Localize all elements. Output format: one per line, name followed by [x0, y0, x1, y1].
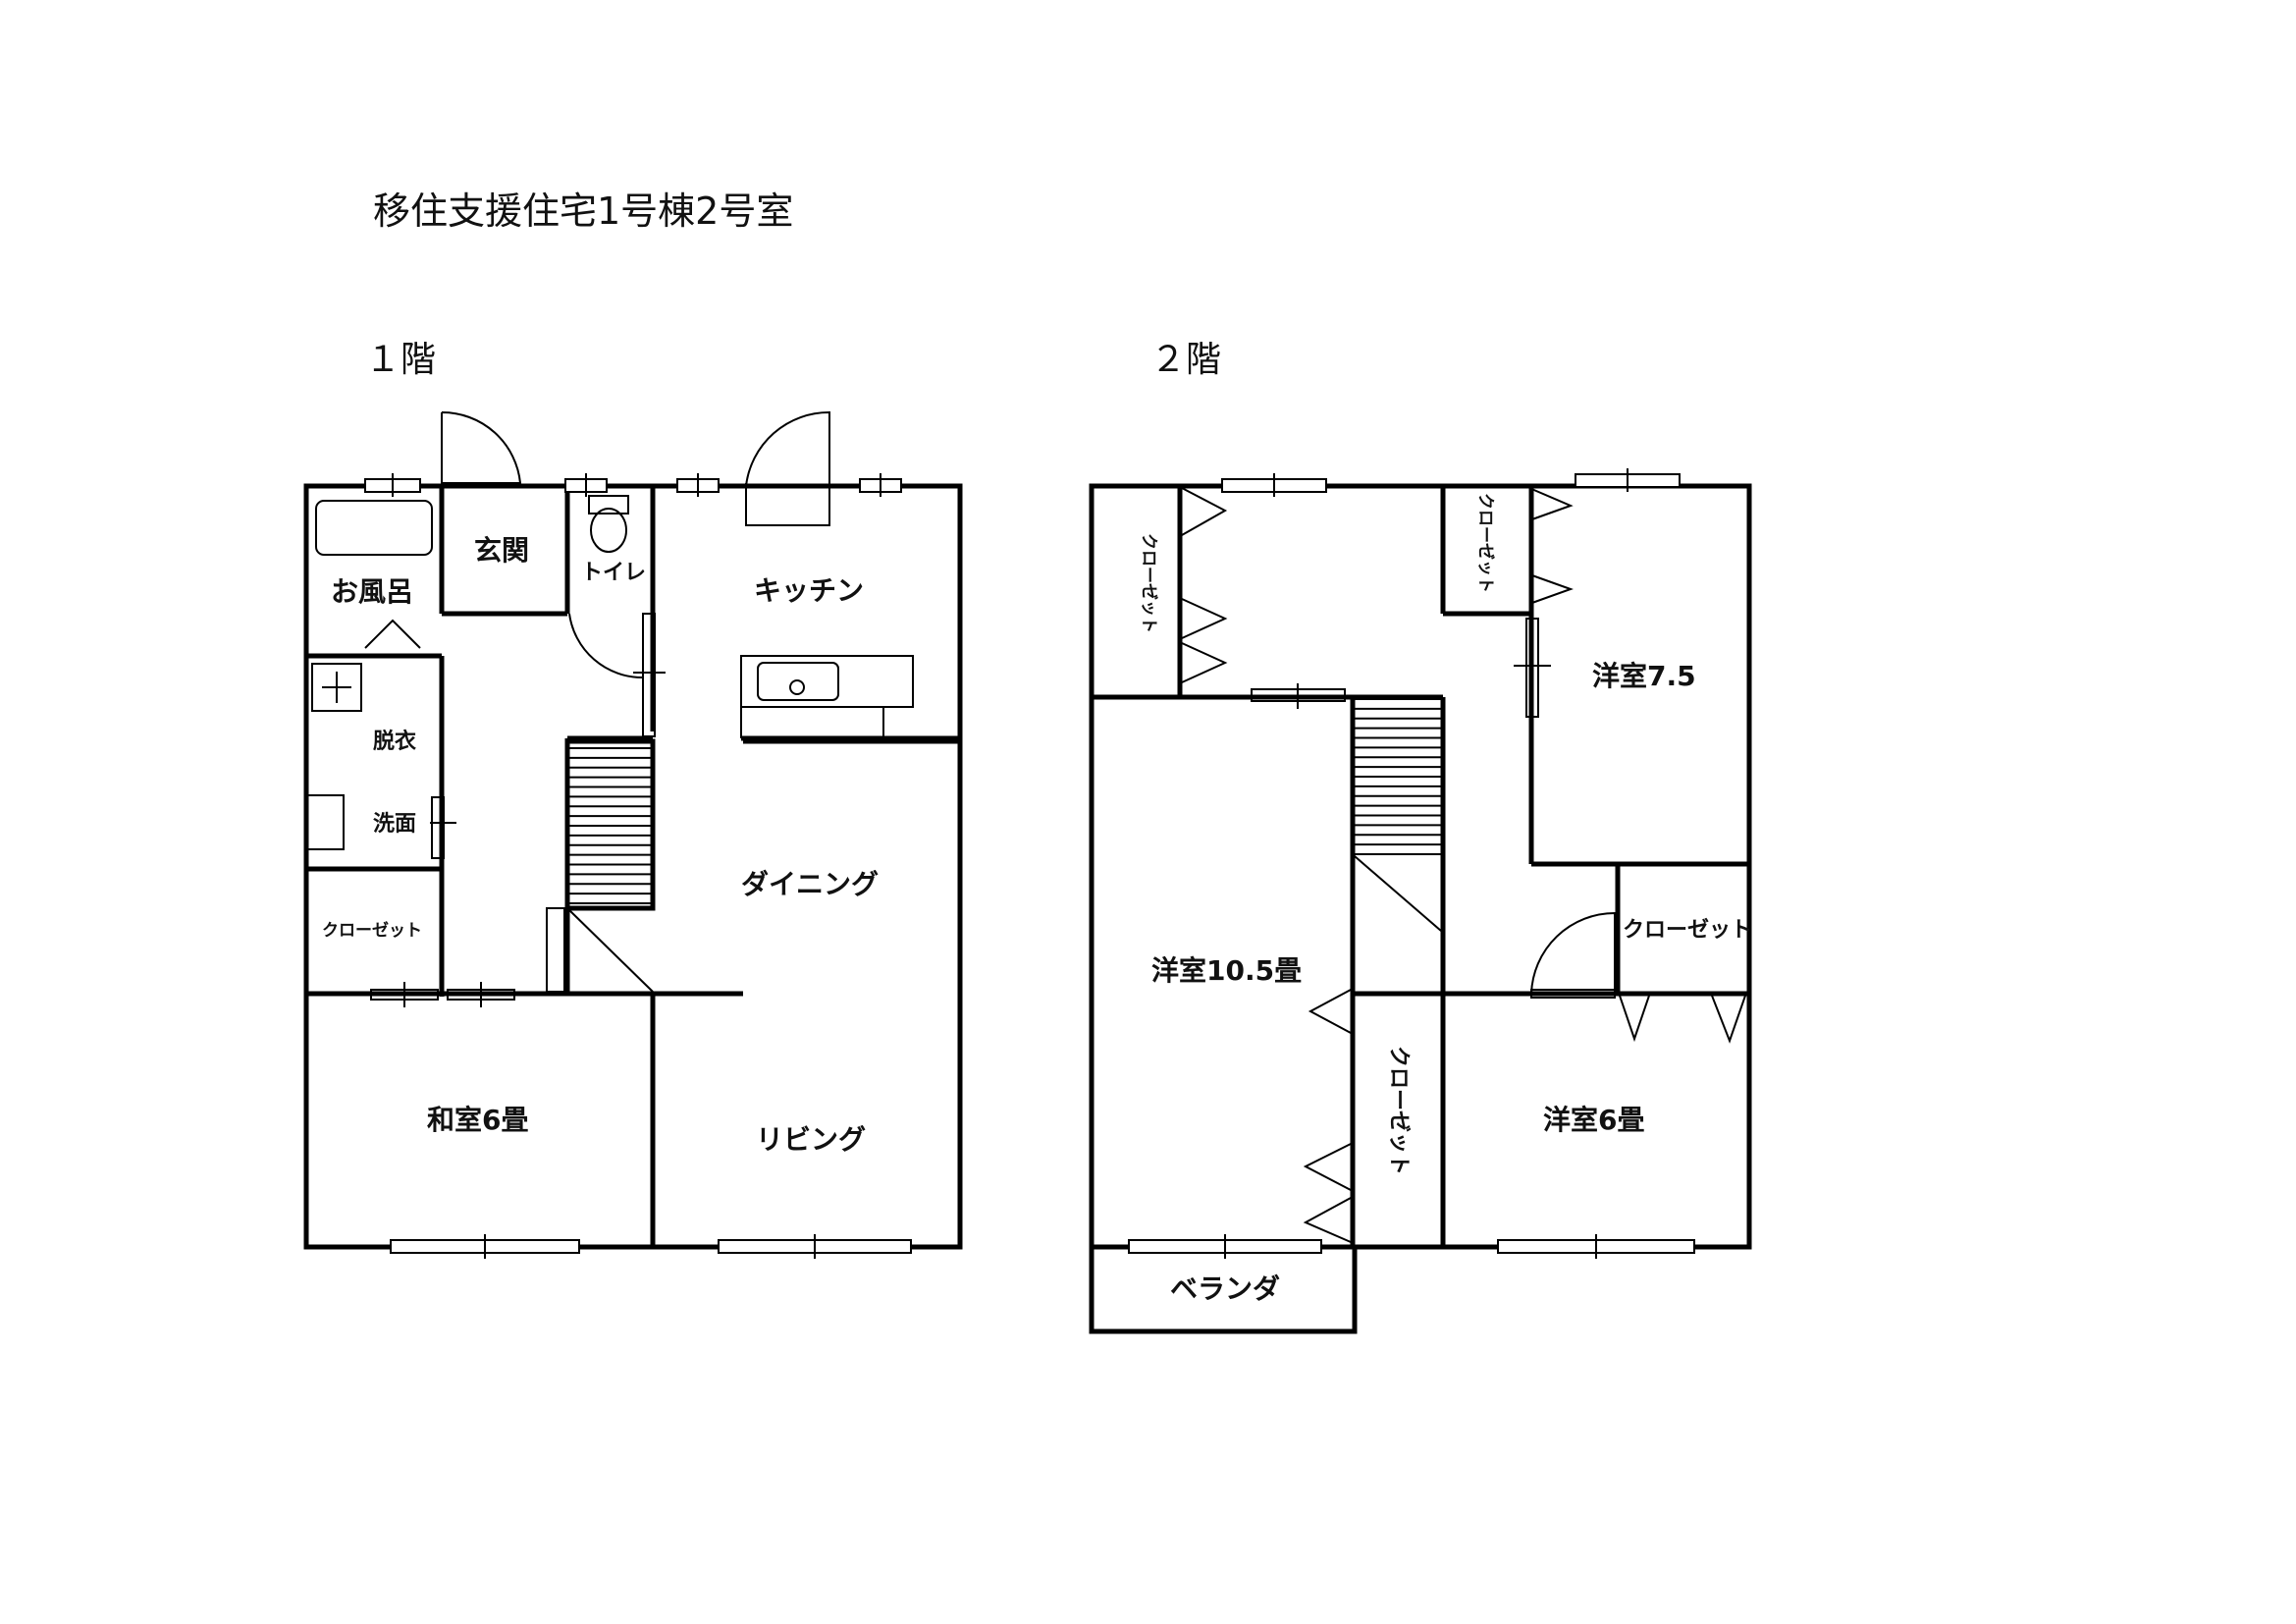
- room-living: リビング: [756, 1123, 866, 1156]
- bathtub-icon: [315, 500, 433, 556]
- room-washroom: 洗面: [373, 812, 416, 837]
- room-closet-c: クローゼット: [1386, 1046, 1411, 1175]
- room-western75: 洋室7.5: [1592, 660, 1696, 692]
- floor1-windows: [364, 473, 912, 1259]
- closet-door-icons: [1181, 487, 1746, 1243]
- toilet-icon: [588, 495, 629, 514]
- floor2-stair-treads: [1355, 698, 1441, 855]
- room-western105: 洋室10.5畳: [1151, 954, 1302, 987]
- floor1-stairs: [564, 738, 656, 911]
- toilet-door-icon: [568, 613, 644, 679]
- kitchen-counter: [740, 655, 914, 708]
- floor1-stair-treads: [569, 747, 651, 904]
- room-japanese: 和室6畳: [427, 1104, 528, 1136]
- room-closet-e: クローゼット: [1623, 918, 1752, 943]
- basin-icon: [305, 794, 345, 850]
- floor2-plan: クローゼット クローゼット 洋室7.5 洋室10.5畳 クローゼット クローゼッ…: [1089, 468, 1752, 1334]
- bath-drain-icon: [364, 619, 421, 649]
- room-veranda: ベランダ: [1170, 1272, 1280, 1305]
- room-western6: 洋室6畳: [1543, 1104, 1644, 1136]
- washer-icon: [311, 663, 362, 712]
- room-closet-nw: クローゼット: [1139, 533, 1159, 633]
- plan-title: 移住支援住宅1号棟2号室: [373, 189, 793, 233]
- western6-door-icon: [1530, 911, 1616, 995]
- room-entrance: 玄関: [474, 534, 529, 567]
- room-bath: お風呂: [331, 575, 413, 608]
- room-toilet: トイレ: [581, 561, 646, 585]
- room-dressing: 脱衣: [373, 729, 416, 754]
- floor2-label: ２階: [1150, 340, 1221, 380]
- entrance-door-icon: [441, 410, 522, 484]
- room-closet-n: クローゼット: [1475, 493, 1496, 593]
- room-closet-f1: クローゼット: [322, 920, 422, 941]
- floor1-plan: お風呂 玄関 トイレ キッチン 脱衣 洗面 クローゼット ダイニング 和室6畳 …: [303, 410, 963, 1259]
- sink-icon: [757, 662, 839, 701]
- kitchen-door-icon: [745, 410, 830, 526]
- floor2-windows: [1128, 468, 1695, 1259]
- floor1-label: １階: [365, 340, 436, 380]
- room-kitchen: キッチン: [754, 574, 864, 607]
- room-dining: ダイニング: [741, 868, 879, 900]
